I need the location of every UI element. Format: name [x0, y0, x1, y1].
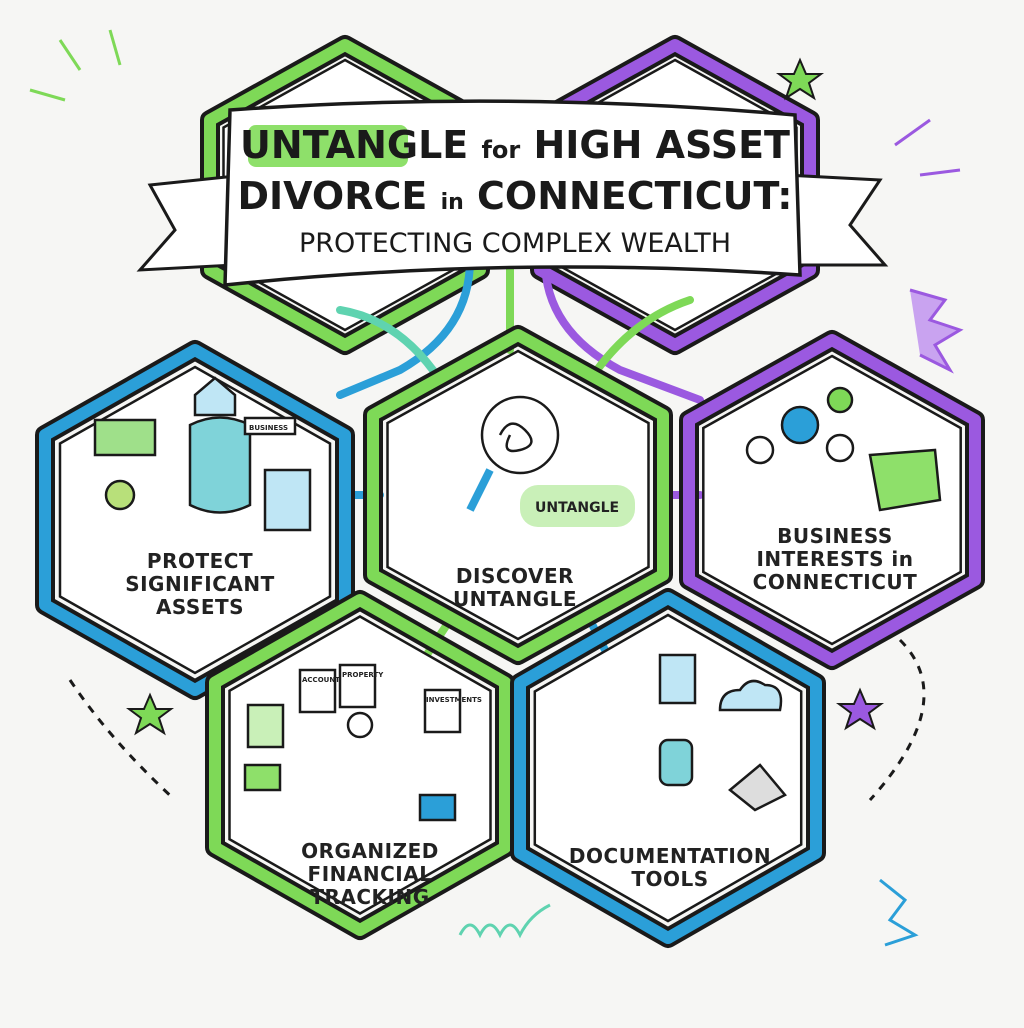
hexagon-financial-tracking	[209, 594, 511, 936]
decorations	[29, 29, 964, 947]
spreadsheet-icon	[246, 703, 285, 749]
tablet-icon	[658, 653, 697, 705]
scanner-icon	[728, 763, 787, 812]
hexagon-business-interests-inner	[702, 354, 962, 646]
connector-purple	[541, 256, 704, 404]
arrow-up-left	[336, 306, 444, 384]
title-connector-word: for	[481, 136, 521, 164]
untangle-bubble-text: UNTANGLE	[535, 500, 619, 516]
document-property-label: PROPERTY	[342, 671, 384, 679]
business-sign-text: BUSINESS	[249, 424, 288, 432]
document-property	[338, 663, 377, 709]
title-line-1-rest: HIGH ASSET	[533, 123, 790, 167]
star-icon	[126, 692, 174, 736]
magnifier-handle	[466, 468, 494, 512]
title-connector-word: in	[440, 190, 464, 215]
title-highlight	[248, 125, 408, 167]
subtitle: PROTECTING COMPLEX WEALTH	[298, 228, 732, 259]
title-banner	[136, 99, 889, 287]
document-accounts-label: ACCOUNTS	[302, 676, 345, 684]
building-icon	[263, 468, 312, 532]
hex-illustrations: BUSINESS UNTANGLE ACCOUNTS PROPERTY INVE…	[93, 376, 942, 822]
title-line-2: DIVORCE in CONNECTICUT:	[230, 173, 800, 226]
cloud-icon	[718, 679, 783, 712]
untangle-bubble	[520, 485, 635, 527]
hexagon-discover-untangle-inner	[386, 349, 650, 641]
label-protect-assets: PROTECT SIGNIFICANT ASSETS	[125, 549, 275, 619]
hexagon-protect-assets	[39, 344, 351, 696]
database-icon	[658, 738, 694, 787]
gear-icon	[826, 386, 854, 414]
tangle-icon	[498, 422, 533, 453]
dashed-arrow-left	[68, 679, 177, 802]
magnifier-icon	[480, 395, 560, 475]
spark-lines	[29, 29, 122, 102]
title-line-2-main: DIVORCE	[237, 174, 428, 218]
hexagon-documentation-tools	[514, 592, 822, 944]
connecticut-map-icon	[868, 448, 942, 512]
document-accounts	[298, 668, 337, 714]
title-line-2-rest: CONNECTICUT:	[477, 174, 793, 218]
hexagons	[35, 325, 985, 948]
title-line-1: UNTANGLE for HIGH ASSET	[230, 122, 800, 173]
folder-icon	[243, 763, 282, 792]
label-financial-tracking: ORGANIZED FINANCIAL TRACKING	[301, 839, 439, 909]
dashed-arrow-right	[868, 638, 926, 802]
burst-icon-blue	[879, 878, 919, 947]
connector-blue	[336, 256, 474, 399]
hexagon-discover-untangle	[367, 329, 669, 661]
person-icon	[745, 435, 775, 465]
person-icon	[346, 711, 374, 739]
label-documentation-tools: DOCUMENTATION TOOLS	[568, 844, 772, 891]
hexagon-business-interests	[683, 334, 981, 666]
title: UNTANGLE for HIGH ASSET DIVORCE in CONNE…	[230, 122, 800, 262]
banner-right-tail	[783, 173, 889, 267]
title-highlight-word: UNTANGLE	[240, 123, 469, 167]
house-icon	[193, 376, 237, 417]
coins-icon	[104, 479, 136, 511]
shield-icon	[188, 416, 252, 514]
folder-icon	[418, 793, 457, 822]
label-business-interests: BUSINESS INTERESTS in CONNECTICUT	[752, 524, 918, 594]
arrow-up-right	[586, 296, 694, 384]
person-icon	[825, 433, 855, 463]
spark-lines	[894, 118, 961, 177]
document-investments-label: INVESTMENTS	[426, 696, 482, 704]
burst-icon	[909, 288, 964, 374]
squiggle-arrow	[458, 903, 551, 939]
money-icon	[93, 418, 157, 457]
star-icon	[836, 687, 884, 731]
label-discover-untangle: DISCOVER UNTANGLE	[452, 564, 578, 611]
star-icon	[776, 57, 824, 101]
business-sign	[243, 416, 297, 436]
document-investments	[423, 688, 462, 734]
gear-icon	[780, 405, 820, 445]
